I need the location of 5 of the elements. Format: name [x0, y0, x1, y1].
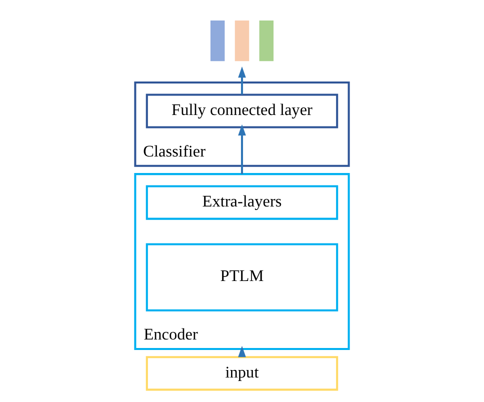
node-box: PTLM [146, 243, 338, 312]
arrow [238, 124, 246, 174]
node-box: Fully connected layer [146, 94, 338, 128]
arrow [238, 66, 246, 94]
node-box: Extra-layers [146, 185, 338, 220]
